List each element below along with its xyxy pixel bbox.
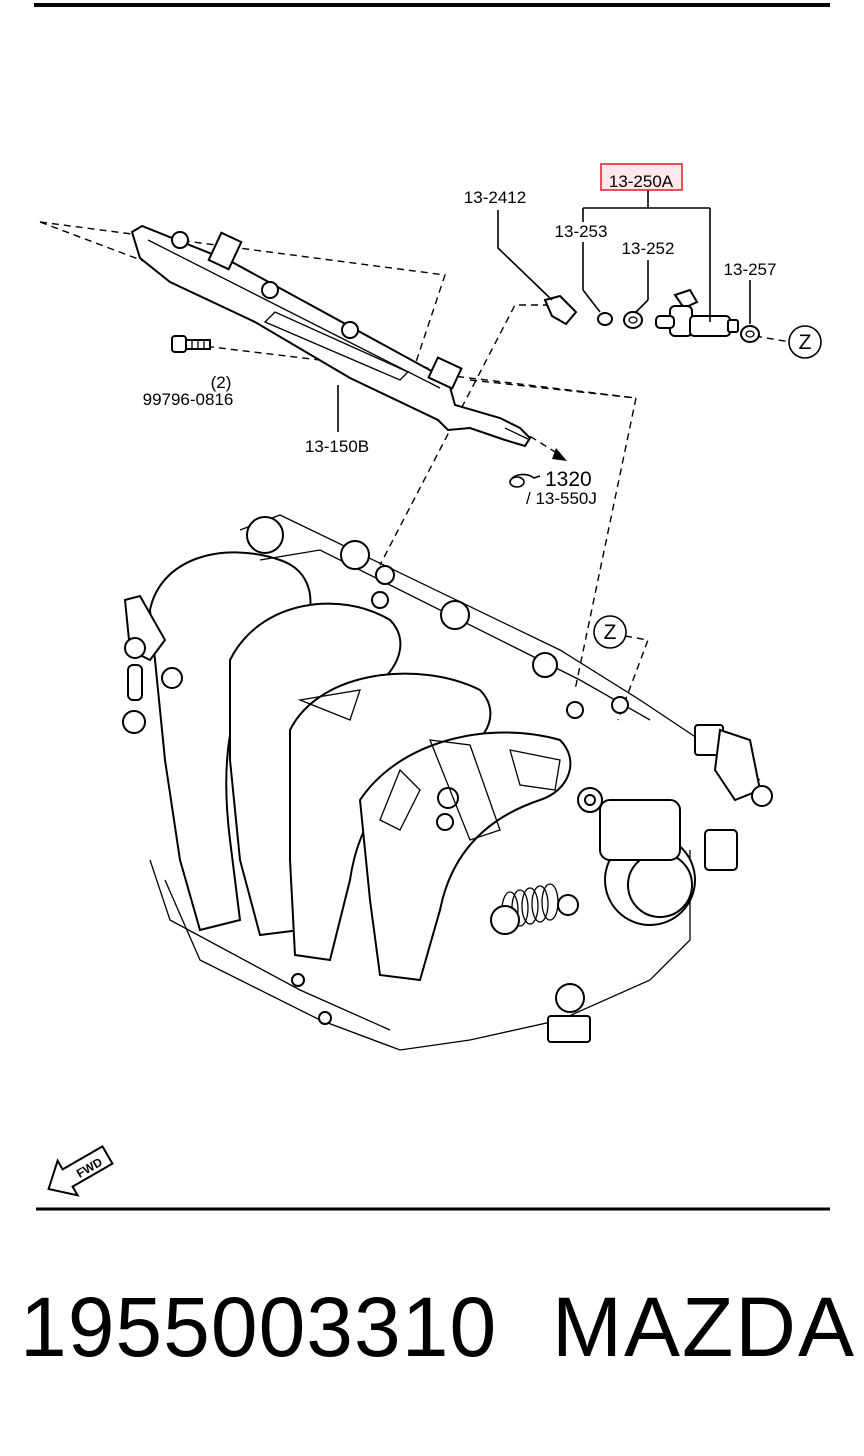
bolt [171, 335, 211, 353]
brand-name: MAZDA [552, 1280, 856, 1374]
label-99796-0816: 99796-0816 [143, 390, 234, 409]
o-ring-small [597, 312, 613, 326]
parts-diagram: Z Z 13-250A 13-2412 13-253 13-252 13-257… [34, 3, 830, 1211]
label-13-550J: / 13-550J [526, 489, 597, 508]
fuel-rail [130, 224, 532, 448]
ref-z-lower: Z [593, 615, 627, 649]
part-number: 1955003310 [20, 1280, 498, 1374]
highlight-box [600, 163, 683, 191]
clip [543, 294, 578, 326]
intake-manifold [122, 514, 773, 1051]
label-1320: 1320 [545, 468, 592, 491]
label-qty-2: (2) [211, 373, 232, 392]
label-13-253: 13-253 [555, 222, 608, 241]
label-13-250A: 13-250A [609, 172, 674, 191]
seal-ring [740, 325, 760, 343]
fwd-arrow-icon: FWD [47, 1144, 114, 1197]
label-13-257: 13-257 [724, 260, 777, 279]
ref-1320-arrow-icon [509, 473, 541, 488]
footer: 1955003310 MAZDA [0, 1285, 864, 1405]
grommet [623, 311, 643, 329]
label-13-252: 13-252 [622, 239, 675, 258]
label-13-150B: 13-150B [305, 437, 369, 456]
fuel-injector [655, 288, 739, 337]
svg-text:Z: Z [799, 331, 812, 354]
svg-text:Z: Z [604, 621, 617, 644]
ref-z-top: Z [788, 325, 822, 359]
callout-bracket [337, 190, 751, 461]
label-13-2412: 13-2412 [464, 188, 526, 207]
